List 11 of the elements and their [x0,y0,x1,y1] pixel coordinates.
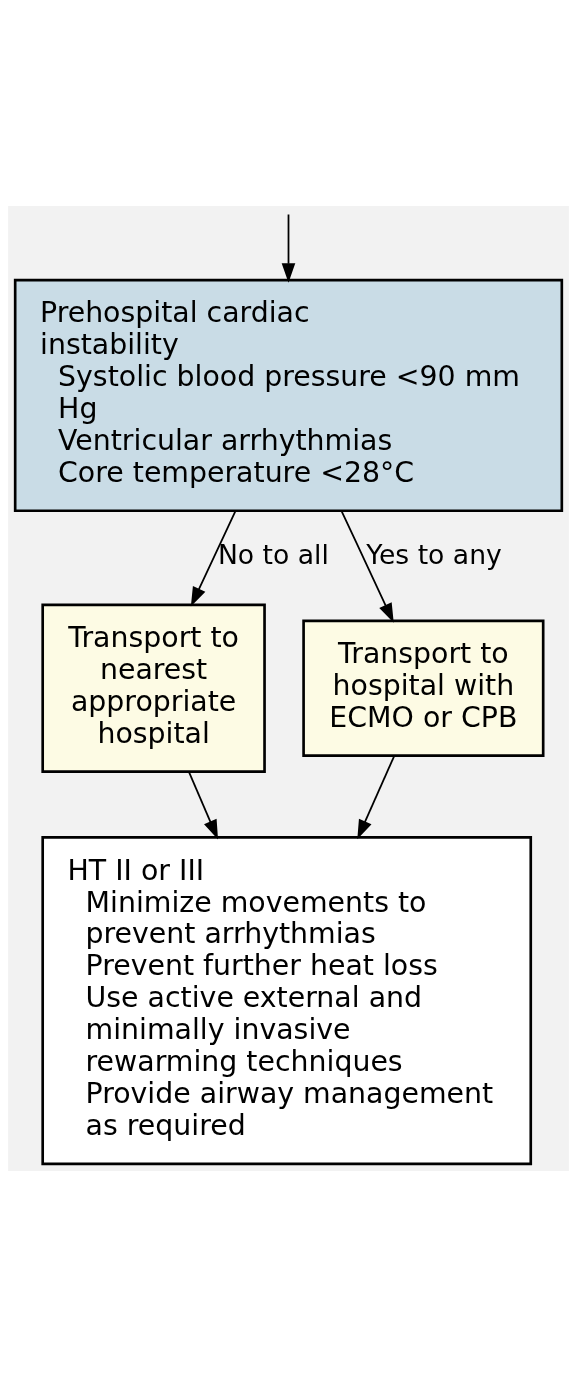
node-box: Transport to hospital with ECMO or CPB [302,618,545,757]
arrow [281,213,296,283]
arrow [357,754,395,839]
edge-label: Yes to any [366,538,502,570]
node-box: Prehospital cardiac instability Systolic blood pressure <90 mm Hg Ventricular arrhythmias Core temperature <28°C [13,278,564,512]
arrow [190,510,237,607]
node-box: Transport to nearest appropriate hospital [41,603,266,773]
node-box: HT II or III Minimize movements to prevent arrhythmias Prevent further heat loss Use active external and minimally invasive rewarming techniques Provide airway management as required [41,835,533,1165]
edge-label: No to all [217,538,329,570]
arrow [188,770,219,839]
arrow [340,510,394,623]
